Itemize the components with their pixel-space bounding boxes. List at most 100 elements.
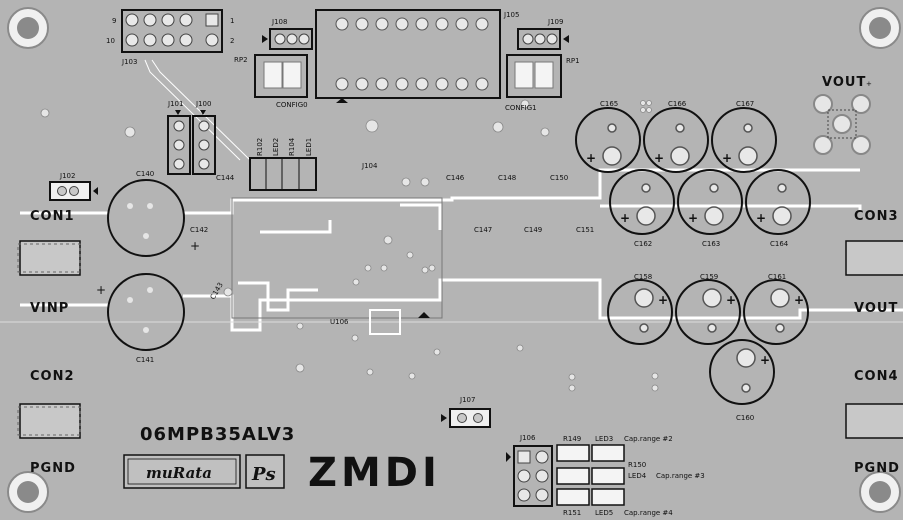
label-con2: CON2 [30,369,75,384]
svg-text:+: + [726,293,736,307]
refdes-rp2: RP2 [234,56,248,64]
ps-logo-text: Ps [251,464,276,485]
svg-text:+: + [96,283,106,297]
murata-logo: muRata [123,454,241,489]
refdes-c165: C165 [600,100,618,108]
header-j109[interactable]: J109 [517,18,569,50]
svg-text:+: + [190,239,200,253]
refdes-r104: R104 [288,137,296,156]
refdes-config0: CONFIG0 [276,101,308,109]
refdes-c146: C146 [446,174,465,182]
refdes-r150: R150 [628,461,646,469]
label-cap-range-3: Cap.range #3 [656,472,705,480]
capacitor-c140: C140 C142 + [107,170,208,257]
label-con3: CON3 [854,209,899,224]
refdes-c147: C147 [474,226,492,234]
refdes-c148: C148 [498,174,516,182]
pin-label-1: 1 [230,17,234,25]
label-cap-range-4: Cap.range #4 [624,509,673,517]
refdes-c149: C149 [524,226,542,234]
label-vout-top: VOUT [822,75,866,90]
murata-logo-text: muRata [146,464,212,482]
refdes-led5: LED5 [595,509,613,517]
refdes-config1: CONFIG1 [505,104,537,112]
refdes-r102: R102 [256,138,264,156]
header-j103[interactable]: 9 10 1 2 J103 [106,9,234,66]
refdes-r151: R151 [563,509,581,517]
refdes-led1: LED1 [305,138,313,156]
refdes-r149: R149 [563,435,581,443]
refdes-c158: C158 [634,273,652,281]
header-j108[interactable]: J108 [262,18,313,50]
pin-label-10: 10 [106,37,115,45]
vias [40,99,659,392]
pot-rp1[interactable]: RP1 CONFIG1 [505,54,580,112]
svg-text:+: + [688,211,698,225]
svg-text:+: + [722,151,732,165]
refdes-j103: J103 [121,58,137,66]
refdes-j104: J104 [361,162,378,170]
refdes-j109: J109 [547,18,563,26]
terminal-vout[interactable]: VOUT + [813,75,872,155]
header-j102[interactable]: J102 [49,172,98,201]
connector-con1[interactable]: CON1 VINP [17,209,81,316]
svg-text:+: + [586,151,596,165]
refdes-c167: C167 [736,100,754,108]
refdes-c162: C162 [634,240,652,248]
svg-text:+: + [620,211,630,225]
svg-text:+: + [756,211,766,225]
led-resistor-block-cap-range[interactable]: R149 LED3 Cap.range #2 R150 LED4 Cap.ran… [556,435,705,517]
svg-text:+: + [654,151,664,165]
refdes-c151: C151 [576,226,594,234]
refdes-led3: LED3 [595,435,613,443]
refdes-c160: C160 [736,414,754,422]
refdes-u106: U106 [330,318,349,326]
refdes-j102: J102 [59,172,75,180]
refdes-c166: C166 [668,100,687,108]
pin-label-2: 2 [230,37,234,45]
refdes-c161: C161 [768,273,786,281]
connector-con4[interactable]: CON4 PGND [845,369,903,476]
refdes-j106: J106 [519,434,536,442]
label-pgnd-right: PGND [854,461,900,476]
connector-con2[interactable]: CON2 PGND [17,369,81,476]
ic-u106: U106 [330,309,430,335]
label-con1: CON1 [30,209,75,224]
header-j101-j100[interactable]: J101 J100 C144 [167,100,235,182]
label-cap-range-2: Cap.range #2 [624,435,673,443]
label-vout-right: VOUT [854,301,898,316]
ps-logo: Ps [245,454,285,489]
refdes-j105: J105 [503,11,519,19]
label-vinp: VINP [30,301,69,316]
svg-text:+: + [866,80,872,88]
pot-rp2[interactable]: RP2 CONFIG0 [234,54,308,109]
refdes-led2: LED2 [272,138,280,156]
refdes-led4: LED4 [628,472,647,480]
connector-con3[interactable]: CON3 VOUT [845,209,903,316]
output-capacitors [575,107,811,405]
refdes-c142: C142 [190,226,208,234]
refdes-c159: C159 [700,273,718,281]
refdes-rp1: RP1 [566,57,580,65]
refdes-c140: C140 [136,170,154,178]
svg-text:+: + [658,293,668,307]
refdes-j101: J101 [167,100,183,108]
header-j106[interactable]: J106 [506,434,553,507]
header-j107[interactable]: J107 [441,396,491,428]
refdes-c164: C164 [770,240,789,248]
zmdi-logo: ZMDI [308,450,441,496]
silk-traces [0,59,903,332]
refdes-c141: C141 [136,356,154,364]
refdes-c163: C163 [702,240,720,248]
refdes-j100: J100 [195,100,211,108]
connector-j105[interactable]: J105 [315,9,519,103]
label-con4: CON4 [854,369,899,384]
part-number: 06MPB35ALV3 [140,424,295,445]
refdes-c144: C144 [216,174,235,182]
pin-label-9: 9 [112,17,116,25]
led-resistor-block[interactable]: R102 LED2 R104 LED1 [249,137,317,191]
refdes-j108: J108 [271,18,287,26]
refdes-j107: J107 [459,396,475,404]
